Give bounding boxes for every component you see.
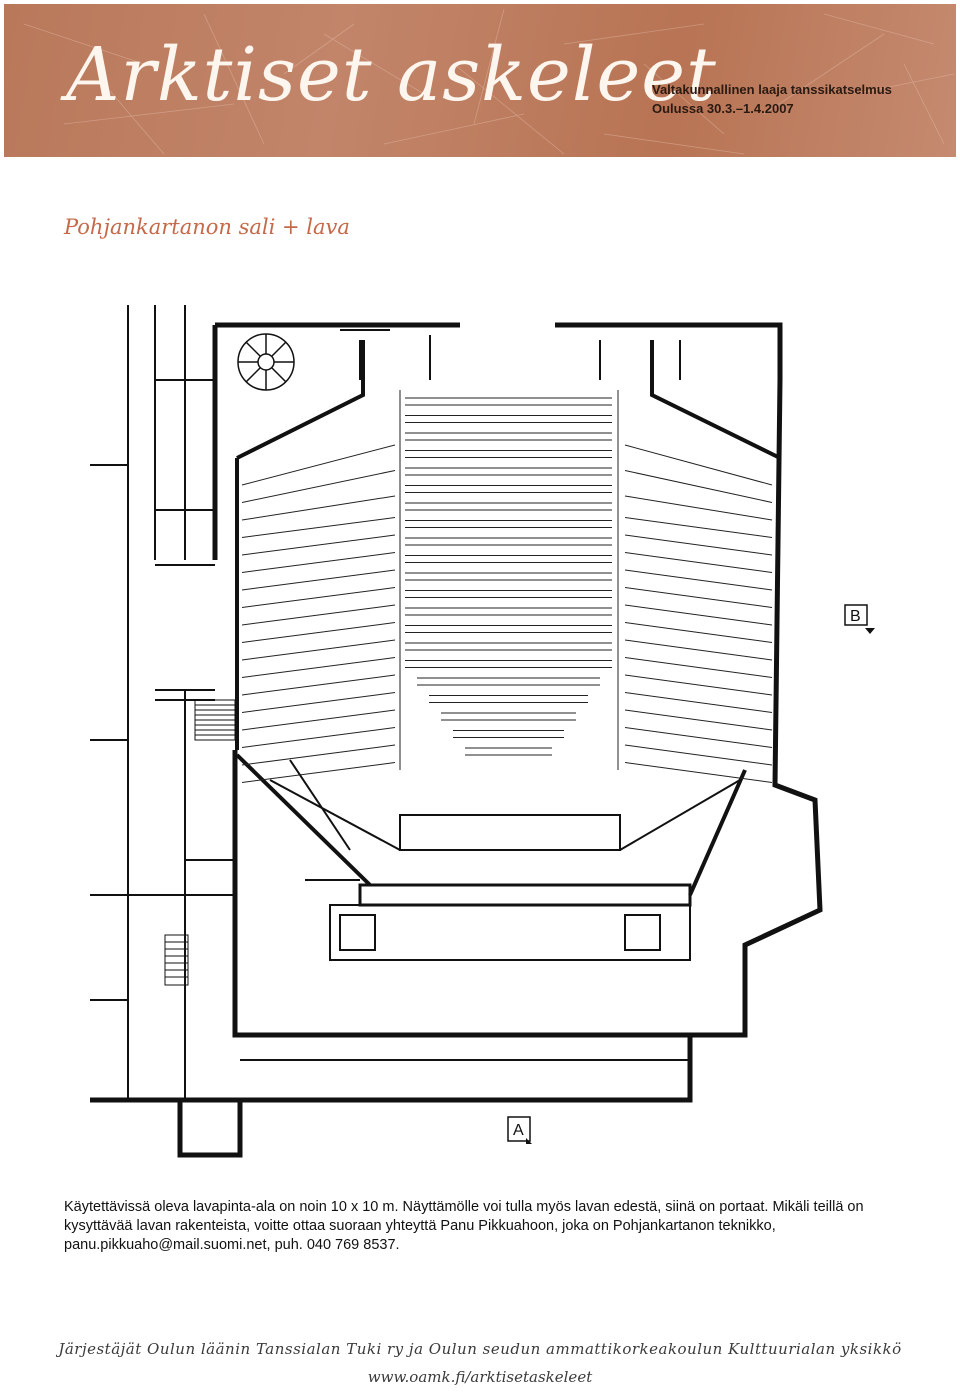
seat-row-left [241, 517, 396, 538]
seat-row-left [241, 587, 396, 608]
spiral-staircase [237, 333, 295, 391]
seat-row-right [624, 444, 773, 486]
seat-row [405, 467, 612, 476]
seat-row-right [624, 534, 773, 556]
seat-row-left [241, 495, 396, 521]
seat-row-left [241, 604, 396, 626]
outer-walls [90, 322, 823, 1158]
stairs [164, 699, 236, 986]
seat-row [405, 572, 612, 581]
banner-dates: Oulussa 30.3.–1.4.2007 [652, 101, 794, 116]
seat-row-right [624, 587, 773, 608]
seat-row-right [624, 762, 773, 783]
seat-row [429, 695, 588, 703]
section-heading: Pohjankartanon sali + lava [64, 215, 350, 239]
seat-row-right [624, 622, 773, 643]
seat-row [405, 590, 612, 598]
seat-row-left [241, 657, 396, 678]
seat-row-left [241, 709, 396, 731]
body-paragraph: Käytettävissä oleva lavapinta-ala on noi… [64, 1199, 864, 1253]
banner-subtitle: Valtakunnallinen laaja tanssikatselmus [652, 82, 892, 97]
stage [269, 759, 741, 961]
seat-row [405, 520, 612, 528]
seat-row [405, 415, 612, 423]
seat-row-left [241, 622, 396, 643]
marker-a-label: A [513, 1122, 524, 1139]
footer-organizers: Järjestäjät Oulun läänin Tanssialan Tuki… [58, 1340, 902, 1358]
seating-rows [241, 390, 773, 783]
seat-row [405, 625, 612, 633]
inner-walls [90, 305, 690, 1100]
seat-row-left [241, 534, 396, 556]
seat-row [405, 555, 612, 563]
body-text: Käytettävissä oleva lavapinta-ala on noi… [64, 1198, 924, 1255]
seat-row [453, 730, 564, 738]
seat-row-right [624, 744, 773, 766]
seat-row-left [241, 470, 396, 503]
seat-row-left [241, 674, 396, 696]
seat-row-right [624, 552, 773, 573]
section-marker-b: B [844, 604, 875, 634]
floor-plan: B A [90, 305, 875, 1158]
banner-texture [23, 8, 955, 155]
seat-row [405, 607, 612, 616]
seat-row-right [624, 674, 773, 696]
seat-row [417, 677, 600, 686]
banner-title: Arktiset askeleet [66, 32, 717, 118]
seat-row-left [241, 444, 396, 486]
marker-b-label: B [850, 608, 861, 625]
seat-row [405, 537, 612, 546]
seat-row-left [241, 692, 396, 713]
seat-row-right [624, 709, 773, 731]
seat-row-left [241, 639, 396, 661]
seat-row [405, 642, 612, 651]
seat-row [465, 747, 552, 756]
seat-row [405, 485, 612, 493]
seat-row-right [624, 569, 773, 591]
seat-row-right [624, 517, 773, 538]
seat-row [405, 432, 612, 441]
seat-row-left [241, 727, 396, 748]
seat-row-left [241, 744, 396, 766]
seat-row [405, 502, 612, 511]
aisle [399, 390, 619, 770]
seat-row-right [624, 639, 773, 661]
seat-row-right [624, 604, 773, 626]
auditorium-walls [235, 340, 781, 896]
section-marker-a: A [507, 1116, 532, 1144]
header-banner: Arktiset askeleet Valtakunnallinen laaja… [4, 4, 956, 157]
seat-row-right [624, 692, 773, 713]
seat-row-right [624, 495, 773, 521]
seat-row-left [241, 762, 396, 783]
seat-row [405, 660, 612, 668]
seat-row [405, 450, 612, 458]
footer: Järjestäjät Oulun läänin Tanssialan Tuki… [0, 1340, 960, 1386]
seat-row-right [624, 657, 773, 678]
seat-row-right [624, 470, 773, 503]
seat-row [441, 712, 576, 721]
seat-row-left [241, 552, 396, 573]
seat-row [405, 397, 612, 406]
footer-url[interactable]: www.oamk.fi/arktisetaskeleet [367, 1368, 593, 1386]
seat-row-right [624, 727, 773, 748]
seat-row-left [241, 569, 396, 591]
